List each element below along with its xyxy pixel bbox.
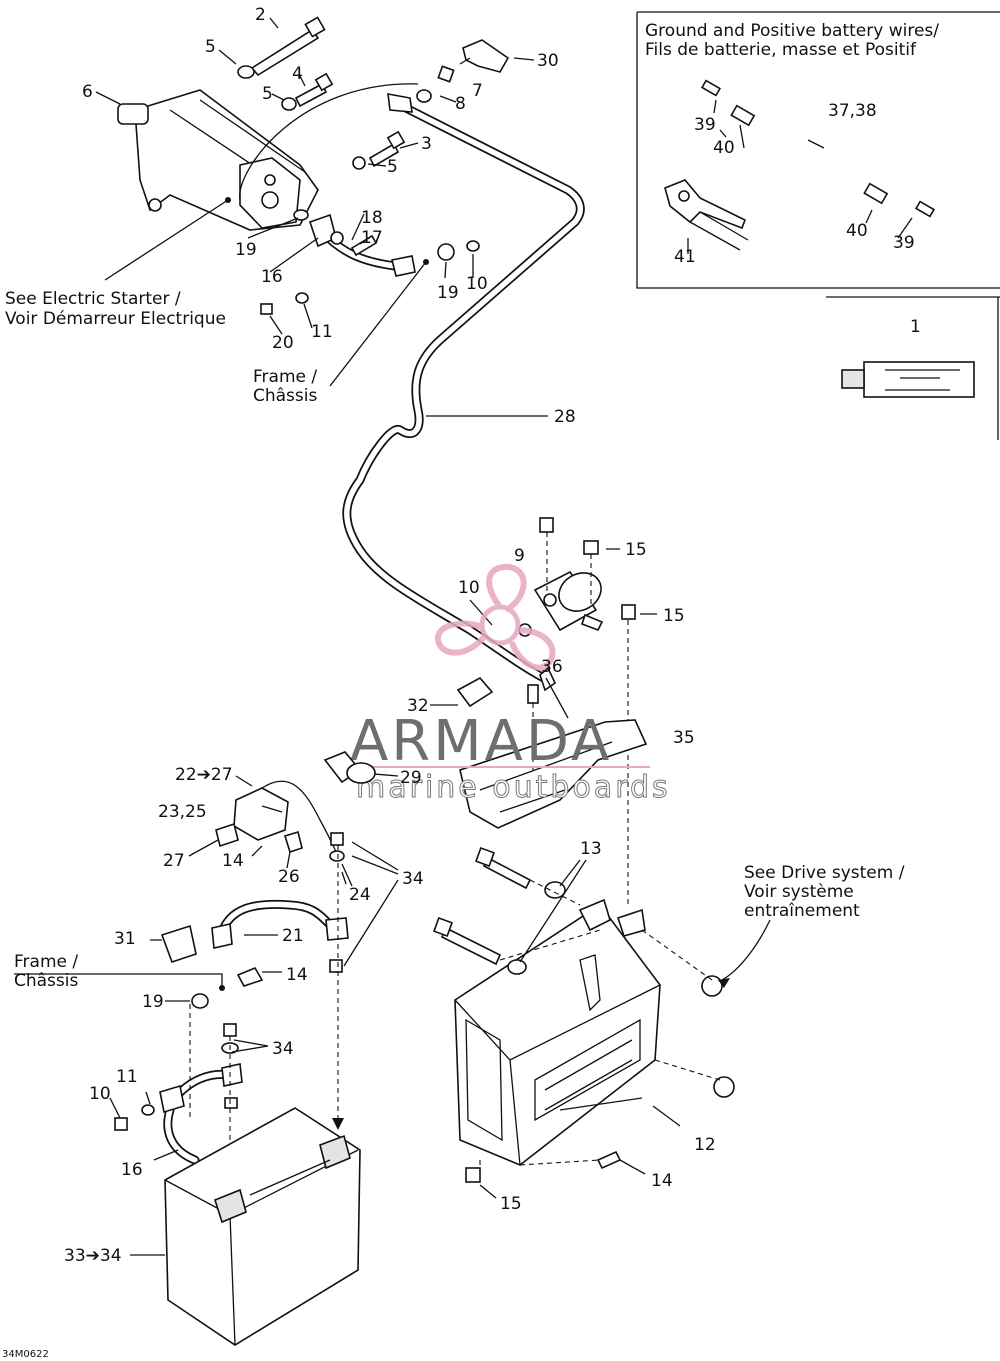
callout-39-right: 39 <box>893 233 915 253</box>
electric-starter-note-fr: Voir Démarreur Electrique <box>5 309 226 329</box>
callout-23-25: 23,25 <box>158 802 207 822</box>
callout-14-right: 14 <box>651 1171 673 1191</box>
callout-15-mid: 15 <box>663 606 685 626</box>
callout-15-top: 15 <box>625 540 647 560</box>
electric-starter-note-en: See Electric Starter / <box>5 289 181 309</box>
callout-10-top: 10 <box>466 274 488 294</box>
callout-28: 28 <box>554 407 576 427</box>
callout-34-mid: 34 <box>402 869 424 889</box>
callout-22-27: 22➔27 <box>175 765 233 785</box>
battery-wires-inset: Ground and Positive battery wires/ Fils … <box>636 11 1000 289</box>
callout-3: 3 <box>421 134 432 154</box>
callout-21: 21 <box>282 926 304 946</box>
callout-14-left: 14 <box>286 965 308 985</box>
callout-8: 8 <box>455 94 466 114</box>
callout-5-mid: 5 <box>262 84 273 104</box>
fuse-holder-assembly <box>215 751 376 862</box>
frame-note-top-fr: Châssis <box>253 386 317 406</box>
callout-14-fuse: 14 <box>222 851 244 871</box>
callout-19-right: 19 <box>437 283 459 303</box>
callout-7: 7 <box>472 81 483 101</box>
drive-system-note-3: entraînement <box>744 901 860 921</box>
callout-29: 29 <box>400 768 422 788</box>
callout-27: 27 <box>163 851 185 871</box>
callout-24: 24 <box>349 885 371 905</box>
callout-30: 30 <box>537 51 559 71</box>
callout-4: 4 <box>292 64 303 84</box>
callout-13: 13 <box>580 839 602 859</box>
callout-16-bottom: 16 <box>121 1160 143 1180</box>
ground-cable-16-bottom <box>114 966 264 1165</box>
battery-wire-cable-illustration <box>700 79 936 220</box>
callout-9: 9 <box>514 546 525 566</box>
cable-21 <box>160 899 349 973</box>
callout-19-top: 19 <box>235 240 257 260</box>
callout-41: 41 <box>674 247 696 267</box>
watermark-tagline: marine outboards <box>356 770 671 805</box>
frame-note-bottom-fr: Châssis <box>14 971 78 991</box>
callout-19-bottom: 19 <box>142 992 164 1012</box>
callout-33-34: 33➔34 <box>64 1246 122 1266</box>
battery-tray <box>454 898 661 1166</box>
callout-37-38: 37,38 <box>828 101 877 121</box>
starter-bolts-and-washers <box>237 16 510 170</box>
watermark-brand: ARMADA <box>350 709 612 774</box>
frame-note-top-en: Frame / <box>253 367 317 387</box>
inset-title-line-1: Ground and Positive battery wires/ <box>645 21 939 41</box>
callout-17: 17 <box>361 228 383 248</box>
callout-32: 32 <box>407 696 429 716</box>
callout-36: 36 <box>541 657 563 677</box>
callout-11-bottom: 11 <box>116 1067 138 1087</box>
callout-5-top: 5 <box>205 37 216 57</box>
frame-note-bottom-en: Frame / <box>14 952 78 972</box>
callout-31: 31 <box>114 929 136 949</box>
callout-10-mid: 10 <box>458 578 480 598</box>
crimp-tool-illustration <box>664 179 749 251</box>
callout-11-top: 11 <box>311 322 333 342</box>
callout-26: 26 <box>278 867 300 887</box>
watermark-text: ARMADA marine outboards <box>350 709 671 806</box>
callout-16-top: 16 <box>261 267 283 287</box>
callout-12: 12 <box>694 1135 716 1155</box>
callout-18: 18 <box>361 208 383 228</box>
drive-system-note-1: See Drive system / <box>744 863 905 883</box>
inset-title-line-2: Fils de batterie, masse et Positif <box>645 40 917 60</box>
callout-5-lower: 5 <box>387 157 398 177</box>
callout-40-right: 40 <box>846 221 868 241</box>
drive-system-note-2: Voir système <box>744 882 854 902</box>
callout-35: 35 <box>673 728 695 748</box>
electric-starter <box>117 89 319 231</box>
callout-40-left: 40 <box>713 138 735 158</box>
callout-34-bottom: 34 <box>272 1039 294 1059</box>
callout-1: 1 <box>910 317 921 337</box>
tray-bolts <box>433 847 735 1183</box>
callout-10-bottom: 10 <box>89 1084 111 1104</box>
callout-2: 2 <box>255 5 266 25</box>
callout-6: 6 <box>82 82 93 102</box>
grease-tube-inset: 1 <box>826 296 1000 440</box>
callout-39-left: 39 <box>694 115 716 135</box>
starter-solenoid <box>518 517 636 637</box>
starter-ground-cable <box>260 209 480 315</box>
callout-20: 20 <box>272 333 294 353</box>
callout-15-bottom: 15 <box>500 1194 522 1214</box>
battery <box>164 1107 361 1346</box>
armada-watermark-logo <box>435 563 556 671</box>
figure-code: 34M0622 <box>2 1349 49 1360</box>
